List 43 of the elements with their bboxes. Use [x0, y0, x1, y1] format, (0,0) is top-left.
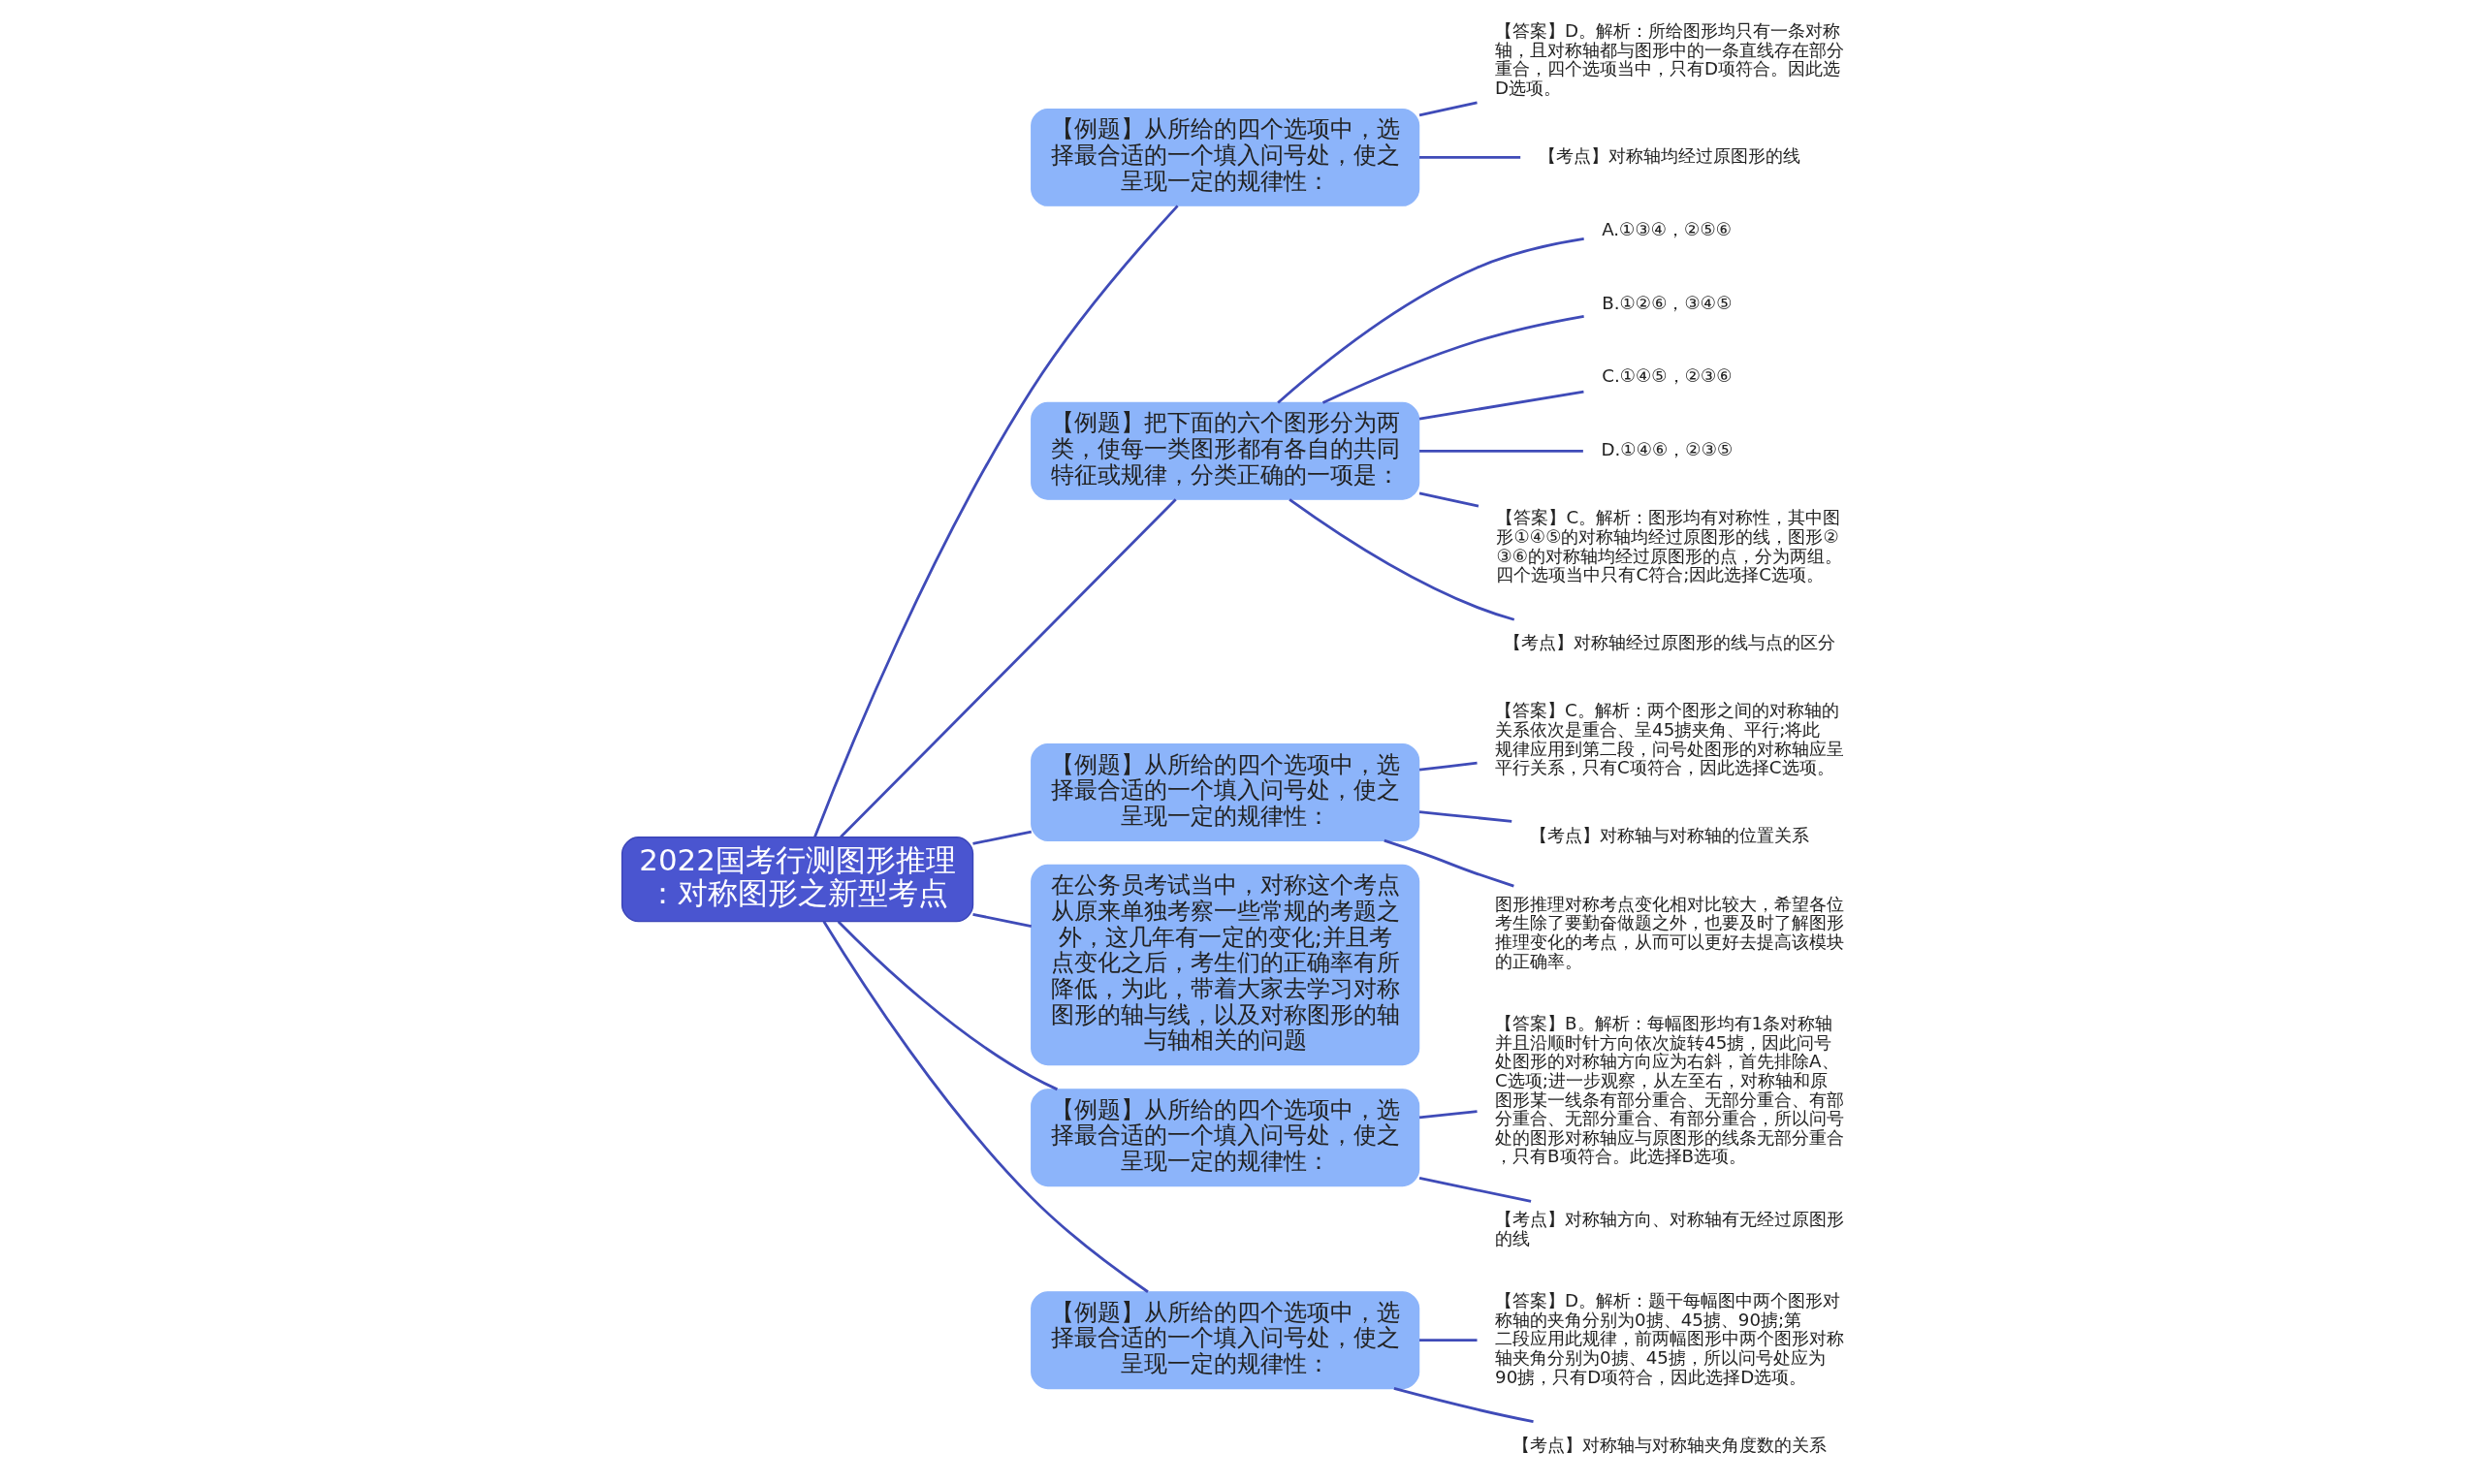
node-text: D.①④⑥，②③⑤	[1600, 439, 1733, 460]
connector	[1418, 1110, 1478, 1120]
connector	[1418, 390, 1584, 421]
node-text: 【答案】B。解析：每幅图形均有1条对称轴并且沿顺时针方向依次旋转45掳，因此问号处图形的对称轴方向应为右斜，首先排除A、C选项;进一步观察，从左至右，对称轴和原图形某一线条有部分重合、无部分重合、有部分重合、无部分重合、有部分重合，所以问号处的图形对称轴应与原图形的线条无部分重合，只有B项符合。此选择B选项。	[1494, 1013, 1844, 1167]
connector	[1418, 1339, 1477, 1342]
node-text: C.①④⑤，②③⑥	[1601, 365, 1733, 387]
connector	[1418, 155, 1520, 159]
connector	[1321, 314, 1584, 404]
connector	[839, 498, 1177, 838]
connector	[1418, 491, 1479, 508]
connector	[1418, 101, 1478, 117]
node-text: 【考点】对称轴与对称轴的位置关系	[1529, 825, 1809, 846]
node-text: 【答案】D。解析：题干每幅图中两个图形对称轴的夹角分别为0掳、45掳、90掳;第二段应用此规律，前两幅图形中两个图形对称轴夹角分别为0掳、45掳，所以问号处应为90掳，只有D项符合，因此选择D选项。	[1494, 1290, 1844, 1387]
connector	[837, 920, 1058, 1091]
connector	[822, 921, 1149, 1293]
connector	[1288, 498, 1514, 621]
node-text: 【考点】对称轴均经过原图形的线	[1538, 145, 1800, 167]
node-text: A.①③④，②⑤⑥	[1601, 218, 1732, 239]
node-box: 【例题】从所给的四个选项中，选择最合适的一个填入问号处，使之呈现一定的规律性：	[1030, 1291, 1419, 1390]
node-text: 【答案】C。解析：图形均有对称性，其中图形①④⑤的对称轴均经过原图形的线，图形②③⑥的对称轴均经过原图形的点，分为两组。四个选项当中只有C符合;因此选择C选项。	[1495, 507, 1842, 585]
connector	[812, 205, 1179, 837]
connector	[1393, 1387, 1534, 1424]
node-text: 【答案】C。解析：两个图形之间的对称轴的关系依次是重合、呈45掳夹角、平行;将此规律应用到第二段，问号处图形的对称轴应呈平行关系，只有C项符合，因此选择C选项。	[1494, 700, 1844, 778]
node-box: 2022国考行测图形推理：对称图形之新型考点	[620, 836, 973, 923]
connector	[971, 830, 1032, 845]
node-text: 图形推理对称考点变化相对比较大，希望各位考生除了要勤奋做题之外，也要及时了解图形推理变化的考点，从而可以更好去提高该模块的正确率。	[1494, 893, 1844, 971]
connector	[971, 913, 1032, 928]
node-box: 【例题】从所给的四个选项中，选择最合适的一个填入问号处，使之呈现一定的规律性：	[1030, 108, 1419, 206]
connector	[1418, 761, 1478, 772]
node-text: 【答案】D。解析：所给图形均只有一条对称轴，且对称轴都与图形中的一条直线存在部分重合，四个选项当中，只有D项符合。因此选D选项。	[1494, 20, 1844, 99]
connector	[1418, 1177, 1531, 1203]
node-text: B.①②⑥，③④⑤	[1601, 292, 1732, 313]
node-box: 【例题】从所给的四个选项中，选择最合适的一个填入问号处，使之呈现一定的规律性：	[1030, 1089, 1419, 1187]
node-text: 【考点】对称轴与对称轴夹角度数的关系	[1511, 1434, 1827, 1455]
connector	[1276, 237, 1584, 404]
node-box: 【例题】把下面的六个图形分为两类，使每一类图形都有各自的共同特征或规律，分类正确的一项是：	[1030, 401, 1419, 500]
connector	[1418, 449, 1583, 453]
node-text: 【考点】对称轴经过原图形的线与点的区分	[1503, 632, 1835, 653]
connector	[1418, 810, 1511, 823]
node-box: 在公务员考试当中，对称这个考点从原来单独考察一些常规的考题之外，这几年有一定的变化;并且考点变化之后，考生们的正确率有所降低，为此，带着大家去学习对称图形的轴与线，以及对称图形的轴与轴相关的问题	[1030, 864, 1419, 1066]
node-box: 【例题】从所给的四个选项中，选择最合适的一个填入问号处，使之呈现一定的规律性：	[1030, 742, 1419, 841]
node-text: 【考点】对称轴方向、对称轴有无经过原图形的线	[1494, 1208, 1844, 1248]
connector	[1383, 838, 1514, 888]
